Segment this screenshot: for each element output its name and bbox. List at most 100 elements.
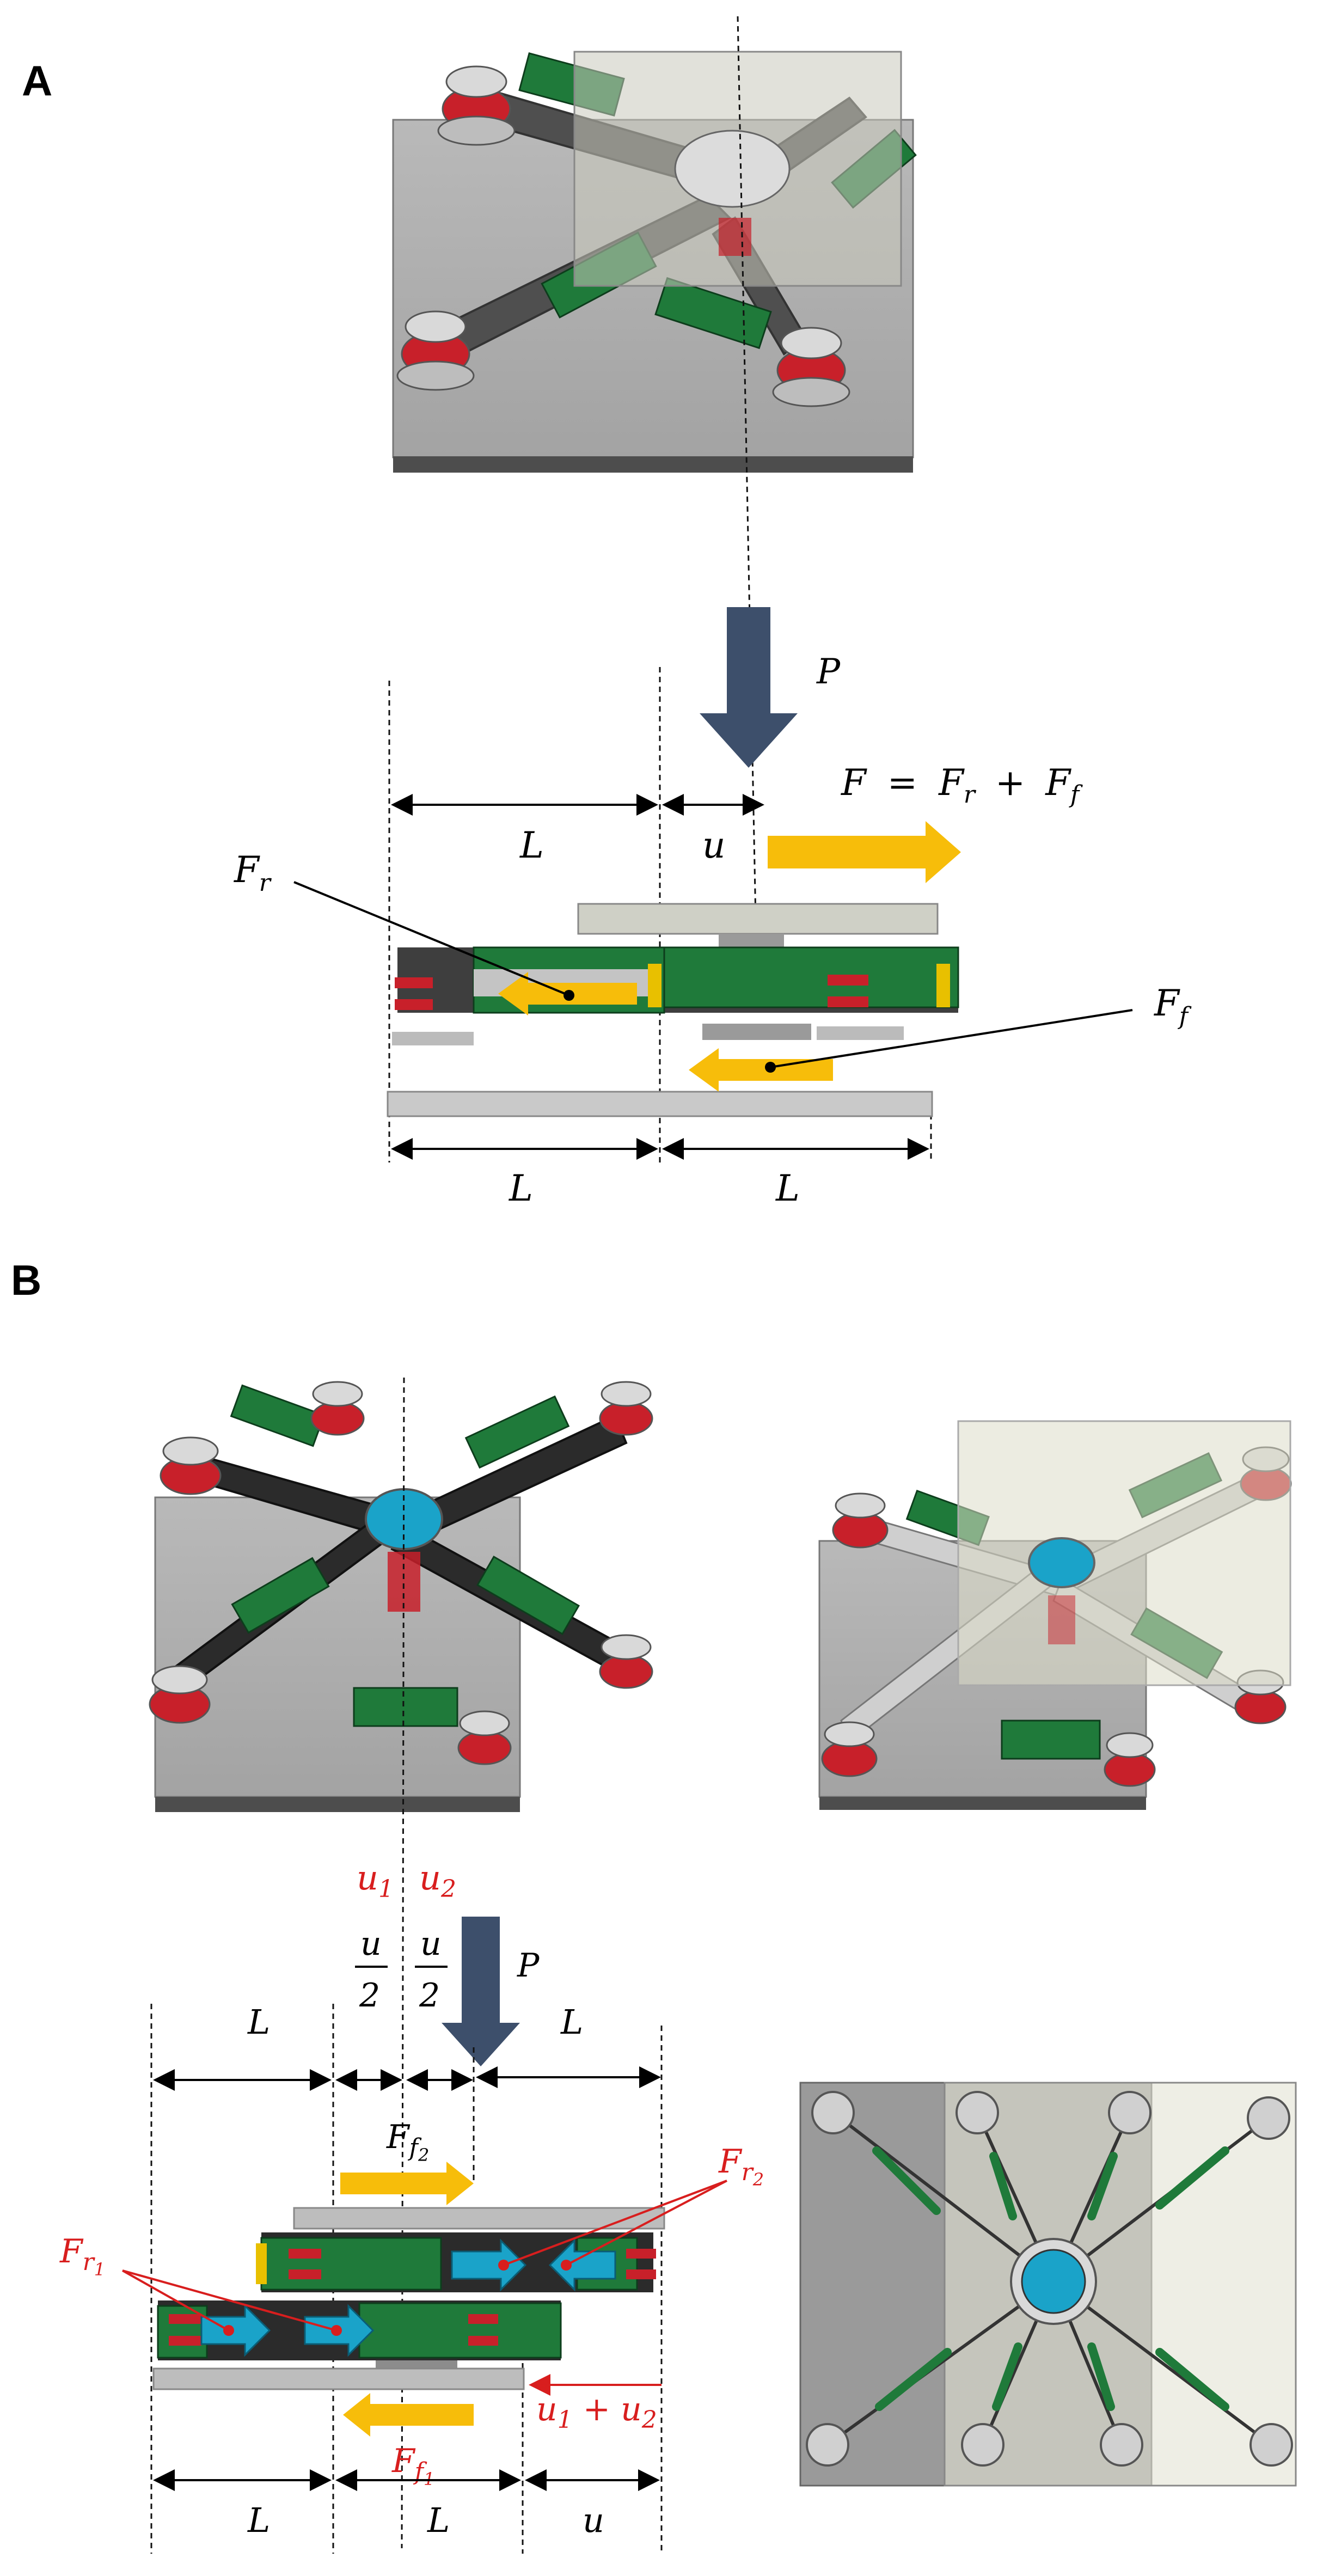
panel-b-device-top-view bbox=[799, 2082, 1297, 2487]
svg-text:2: 2 bbox=[359, 1977, 380, 2015]
pivot-bearing bbox=[599, 1634, 653, 1689]
top-plate bbox=[577, 903, 939, 935]
pivot-bearing bbox=[811, 2091, 855, 2134]
Ff-label: Ff bbox=[1154, 982, 1192, 1030]
red-clevis bbox=[289, 2249, 321, 2259]
Ff2-arrow bbox=[340, 2162, 474, 2205]
center-spring bbox=[719, 218, 751, 256]
pivot-bearing bbox=[1108, 2091, 1152, 2134]
dim-label-L: L bbox=[519, 824, 544, 866]
bottom-plate bbox=[152, 2367, 525, 2390]
red-clevis bbox=[289, 2269, 321, 2279]
Fr-leader bbox=[293, 881, 569, 996]
pivot-bearing bbox=[806, 2423, 849, 2467]
load-arrow bbox=[442, 1917, 520, 2066]
panel-label-b: B bbox=[11, 1256, 41, 1304]
flexure-link bbox=[663, 946, 959, 1008]
pivot-bearing bbox=[1250, 2423, 1293, 2467]
red-clevis bbox=[468, 2336, 498, 2346]
Fr2-label: Fr2 bbox=[718, 2143, 764, 2190]
panel-label-a: A bbox=[22, 57, 52, 105]
Fr1-label: Fr1 bbox=[59, 2232, 105, 2280]
dim-label-L: L bbox=[247, 2500, 270, 2540]
pivot-bearing bbox=[1247, 2096, 1290, 2140]
pivot-bearing bbox=[310, 1381, 365, 1436]
dim-label-L: L bbox=[247, 2002, 270, 2042]
flexure-link bbox=[989, 2152, 1017, 2220]
top-hub bbox=[719, 934, 784, 947]
pivot-bearing bbox=[1104, 1732, 1156, 1787]
Ff1-label: Ff1 bbox=[391, 2442, 434, 2489]
arm bbox=[1052, 2280, 1272, 2446]
pivot-bearing bbox=[149, 1665, 211, 1724]
Fr2-leader bbox=[566, 2180, 727, 2266]
base-plate-edge bbox=[393, 456, 913, 473]
panel-b-device-3d-left bbox=[149, 1381, 653, 1812]
Fr1-leader bbox=[122, 2269, 229, 2332]
top-plate bbox=[293, 2207, 665, 2230]
panel-b-device-side bbox=[152, 2207, 665, 2390]
svg-text:u: u bbox=[360, 1925, 382, 1963]
pivot-bearing bbox=[961, 2423, 1004, 2467]
svg-text:u: u bbox=[420, 1925, 442, 1963]
Ff-arrow bbox=[689, 1048, 833, 1092]
base-plate-edge bbox=[819, 1797, 1146, 1810]
flexure-link bbox=[1155, 2146, 1229, 2210]
red-clevis bbox=[395, 977, 433, 988]
top-plate-transparent bbox=[957, 1420, 1291, 1686]
load-label: P bbox=[816, 652, 841, 692]
bottom-plate bbox=[387, 1091, 933, 1117]
red-clevis bbox=[626, 2269, 656, 2279]
pivot-bearing bbox=[1100, 2423, 1143, 2467]
dim-label-L: L bbox=[560, 2002, 583, 2042]
flexure-link bbox=[260, 2237, 442, 2291]
Fr2-arrow bbox=[451, 2238, 527, 2292]
dim-label-L: L bbox=[775, 1167, 800, 1209]
Fr1-leader bbox=[122, 2269, 337, 2332]
pivot-bearing bbox=[396, 310, 475, 391]
flexure-link bbox=[231, 1557, 330, 1634]
Ff2-label: Ff2 bbox=[386, 2118, 429, 2165]
Fr-label: Fr bbox=[234, 849, 272, 897]
dim-label-L: L bbox=[427, 2500, 450, 2540]
flexure-link bbox=[875, 2348, 952, 2411]
panel-a-device-3d bbox=[392, 51, 917, 473]
pivot-bearing bbox=[832, 1492, 889, 1549]
flexure-link bbox=[1001, 1720, 1101, 1760]
flexure-link bbox=[872, 2146, 941, 2215]
load-label: P bbox=[517, 1947, 540, 1985]
bottom-hub bbox=[702, 1024, 811, 1040]
flexure-link bbox=[476, 1555, 580, 1636]
dim-label-u: u bbox=[583, 2500, 604, 2540]
flexure-link bbox=[1087, 2342, 1115, 2411]
dim-label-L: L bbox=[509, 1167, 533, 1209]
flexure-link bbox=[230, 1384, 326, 1447]
red-clevis bbox=[169, 2314, 201, 2324]
pivot-bearing bbox=[457, 1710, 512, 1765]
red-clevis bbox=[468, 2314, 498, 2324]
panel-a-device-side bbox=[387, 903, 959, 1117]
red-clevis bbox=[626, 2249, 656, 2259]
blue-hub bbox=[1021, 2249, 1086, 2314]
yellow-clip bbox=[936, 964, 950, 1007]
flexure-link bbox=[464, 1395, 570, 1469]
svg-text:2: 2 bbox=[419, 1977, 440, 2015]
u1-plus-u2-label: u1 + u2 bbox=[536, 2390, 657, 2434]
flexure-link bbox=[358, 2302, 562, 2359]
panel-b-device-3d-right bbox=[818, 1420, 1292, 1810]
Ff1-arrow bbox=[343, 2393, 474, 2437]
Fr2-leader bbox=[503, 2180, 727, 2266]
pivot-bearing bbox=[772, 327, 850, 407]
center-spring bbox=[388, 1552, 420, 1612]
blue-hub bbox=[1028, 1537, 1095, 1588]
center-spring bbox=[1048, 1595, 1075, 1644]
pivot-bearing bbox=[437, 65, 516, 146]
flexure-link bbox=[1087, 2152, 1118, 2220]
Fr2-arrow bbox=[548, 2238, 616, 2292]
dim-label-u: u bbox=[702, 824, 726, 866]
pivot-bearing bbox=[160, 1436, 222, 1495]
base-plate-edge bbox=[155, 1797, 520, 1812]
total-force-equation: F = Fr + Ff bbox=[841, 762, 1083, 811]
flexure-link bbox=[353, 1687, 458, 1727]
